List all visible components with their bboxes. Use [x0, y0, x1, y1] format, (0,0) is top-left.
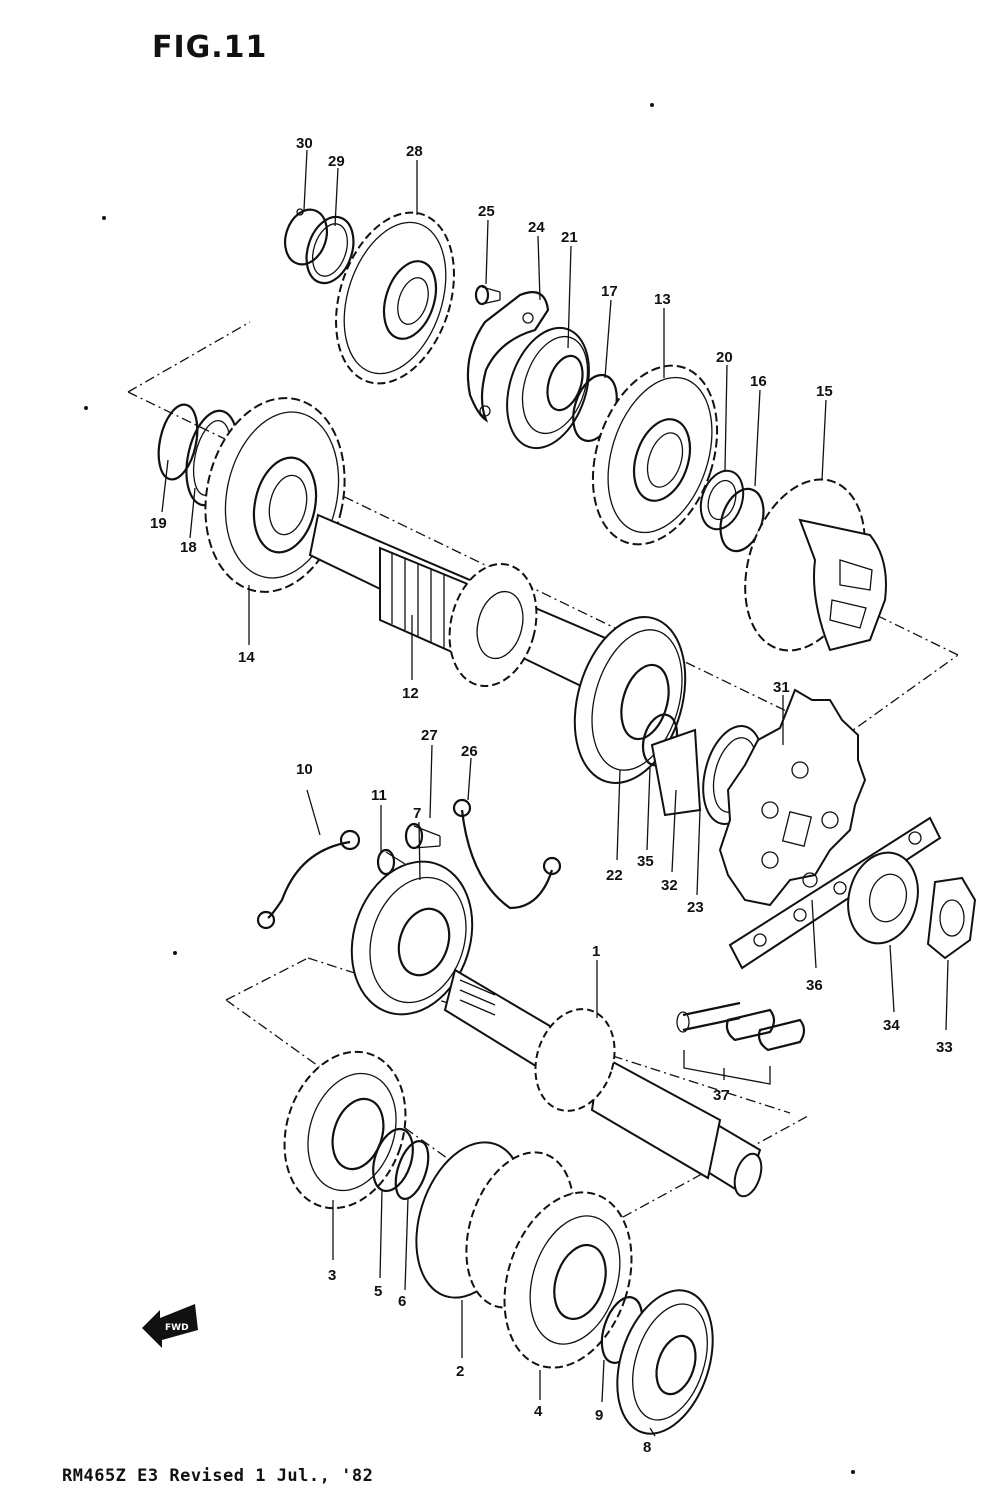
gear-3	[283, 1050, 407, 1210]
circlip-6	[394, 1140, 430, 1200]
callout-12: 12	[402, 685, 419, 702]
gear-13	[591, 364, 719, 546]
callout-14: 14	[238, 649, 255, 666]
callout-9: 9	[595, 1407, 603, 1424]
callout-2: 2	[456, 1363, 464, 1380]
callout-25: 25	[478, 203, 495, 220]
callout-36: 36	[806, 977, 823, 994]
gear-15	[744, 478, 887, 652]
washer-5	[372, 1127, 414, 1193]
bearing-stopper-24	[466, 291, 550, 423]
lock-washer-34	[847, 851, 919, 945]
bearing-stopper-10	[256, 829, 361, 930]
callout-7: 7	[413, 805, 421, 822]
chain-joint-37	[676, 1001, 806, 1085]
screw-25	[474, 284, 501, 306]
bearing-21	[506, 326, 590, 450]
callout-22: 22	[606, 867, 623, 884]
revision-footer: RM465Z E3 Revised 1 Jul., '82	[62, 1466, 374, 1486]
callout-17: 17	[601, 283, 618, 300]
sprocket-31	[718, 688, 867, 907]
leader-lines	[161, 149, 949, 1437]
circlip-19	[157, 403, 199, 481]
bearing-7	[350, 860, 474, 1016]
callout-13: 13	[654, 291, 671, 308]
gear-14	[204, 397, 346, 593]
callout-4: 4	[534, 1403, 543, 1420]
bearing-8	[616, 1289, 714, 1435]
callout-26: 26	[461, 743, 478, 760]
callout-33: 33	[936, 1039, 953, 1056]
bearing-stopper-26	[452, 798, 562, 910]
callout-34: 34	[883, 1017, 900, 1034]
callout-15: 15	[816, 383, 833, 400]
callout-24: 24	[528, 219, 545, 236]
callout-37: 37	[713, 1087, 730, 1104]
callout-23: 23	[687, 899, 704, 916]
callout-5: 5	[374, 1283, 382, 1300]
callout-18: 18	[180, 539, 197, 556]
callout-1: 1	[592, 943, 600, 960]
washer-29	[305, 215, 355, 285]
driveshaft-1	[443, 968, 763, 1198]
callout-32: 32	[661, 877, 678, 894]
callout-8: 8	[643, 1439, 651, 1456]
bearing-22	[573, 616, 687, 784]
callout-16: 16	[750, 373, 767, 390]
callout-35: 35	[637, 853, 654, 870]
callout-30: 30	[296, 135, 313, 152]
callout-29: 29	[328, 153, 345, 170]
circlip-30	[284, 208, 328, 266]
needle-bearing-20	[699, 469, 745, 531]
callout-20: 20	[716, 349, 733, 366]
gear-28	[335, 211, 455, 385]
callout-3: 3	[328, 1267, 336, 1284]
callout-27: 27	[421, 727, 438, 744]
forward-arrow-label: FWD	[165, 1323, 189, 1333]
callout-21: 21	[561, 229, 578, 246]
lower-assembly-outline	[225, 957, 809, 1247]
scan-specks	[84, 103, 855, 1474]
callout-19: 19	[150, 515, 167, 532]
nut-33	[926, 876, 977, 960]
forward-arrow-icon: FWD	[142, 1304, 198, 1348]
callout-10: 10	[296, 761, 313, 778]
callout-labels: 30 29 28 25 24 21 17 13 20 16 15 19 18 1…	[150, 135, 953, 1456]
callout-28: 28	[406, 143, 423, 160]
screw-27	[404, 822, 441, 850]
callout-6: 6	[398, 1293, 406, 1310]
figure-title: FIG.11	[152, 30, 268, 65]
countershaft-12	[308, 513, 611, 702]
callout-31: 31	[773, 679, 790, 696]
callout-11: 11	[371, 787, 387, 804]
